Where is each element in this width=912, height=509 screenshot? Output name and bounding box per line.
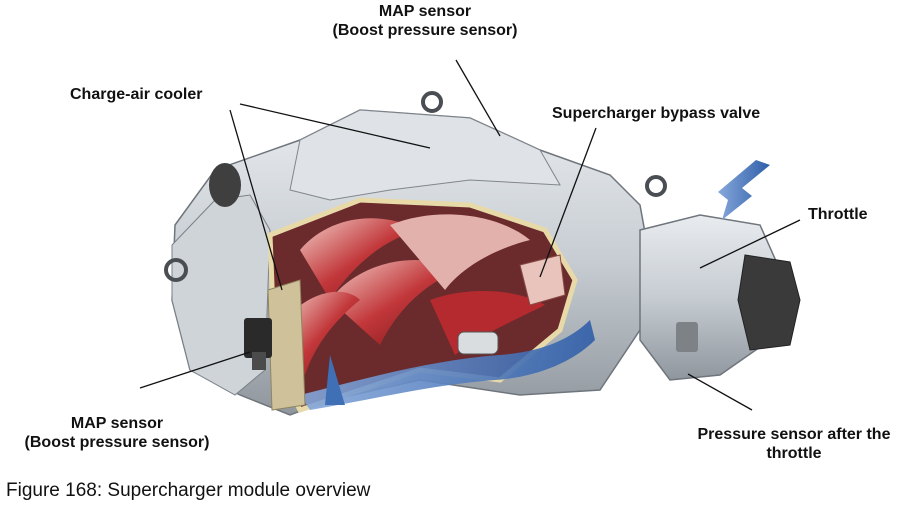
label-map-sensor-bottom: MAP sensor (Boost pressure sensor) <box>6 414 228 452</box>
label-charge-air-cooler: Charge-air cooler <box>70 85 202 104</box>
label-pressure-sensor-line1: Pressure sensor after the <box>676 425 912 444</box>
label-throttle: Throttle <box>808 205 868 224</box>
throttle-body <box>640 215 800 380</box>
label-map-sensor-top-line2: (Boost pressure sensor) <box>330 21 520 40</box>
label-map-sensor-top-line1: MAP sensor <box>330 2 520 21</box>
label-supercharger-bypass-valve: Supercharger bypass valve <box>552 104 760 123</box>
figure-caption: Figure 168: Supercharger module overview <box>6 480 370 502</box>
label-map-sensor-bottom-line2: (Boost pressure sensor) <box>6 433 228 452</box>
label-pressure-sensor-after-throttle: Pressure sensor after the throttle <box>676 425 912 463</box>
air-inlet-arrow <box>718 160 770 220</box>
label-pressure-sensor-line2: throttle <box>676 444 912 463</box>
label-map-sensor-top: MAP sensor (Boost pressure sensor) <box>330 2 520 40</box>
label-map-sensor-bottom-line1: MAP sensor <box>6 414 228 433</box>
